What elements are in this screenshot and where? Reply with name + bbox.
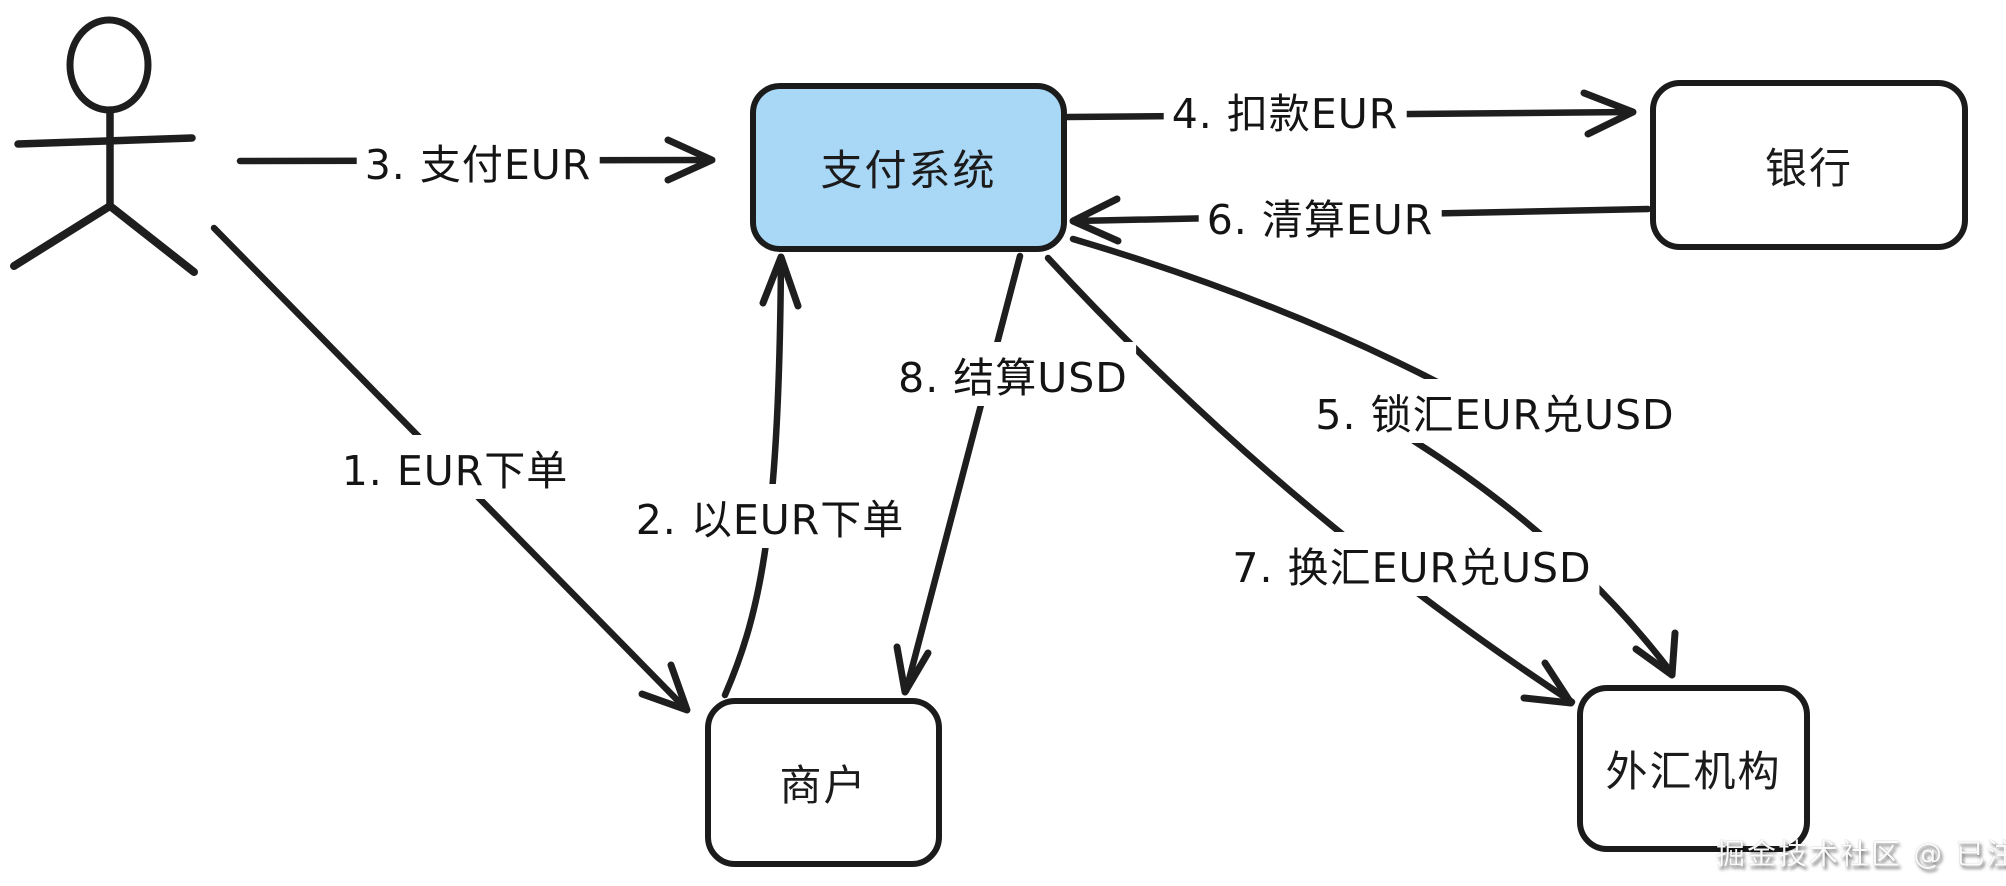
edge-label-clear-eur: 6. 清算EUR — [1198, 184, 1442, 248]
node-bank: 银行 — [1650, 80, 1968, 250]
node-fx-institution-label: 外汇机构 — [1605, 747, 1782, 796]
node-merchant: 商户 — [705, 698, 942, 867]
node-payment-system: 支付系统 — [750, 83, 1067, 252]
stick-figure-right-leg — [106, 202, 198, 276]
edge-7-arrow — [1044, 254, 1576, 707]
edge-2-arrow — [721, 253, 802, 699]
edge-label-order-with-eur: 2. 以EUR下单 — [627, 484, 913, 548]
stick-figure-head — [66, 16, 152, 114]
node-payment-system-label: 支付系统 — [820, 146, 997, 195]
node-merchant-label: 商户 — [779, 761, 868, 810]
node-fx-institution: 外汇机构 — [1577, 685, 1810, 852]
edge-label-settle-usd: 8. 结算USD — [890, 342, 1136, 406]
edge-label-debit-eur: 4. 扣款EUR — [1163, 78, 1407, 142]
edge-8-arrow — [893, 252, 1024, 696]
edge-label-eur-order: 1. EUR下单 — [333, 435, 577, 499]
node-bank-label: 银行 — [1764, 143, 1853, 193]
edge-label-lock-fx-eur-usd: 5. 锁汇EUR兑USD — [1307, 379, 1683, 443]
edge-label-pay-eur: 3. 支付EUR — [356, 129, 600, 193]
stick-figure-arms — [14, 134, 196, 148]
watermark-text: 掘金技术社区 @ 已注销 — [1716, 837, 2006, 871]
user-stick-figure-icon — [10, 16, 198, 276]
edge-5-arrow — [1069, 235, 1679, 679]
edge-label-exchange-eur-usd: 7. 换汇EUR兑USD — [1224, 532, 1600, 596]
stick-figure-left-leg — [10, 202, 114, 270]
